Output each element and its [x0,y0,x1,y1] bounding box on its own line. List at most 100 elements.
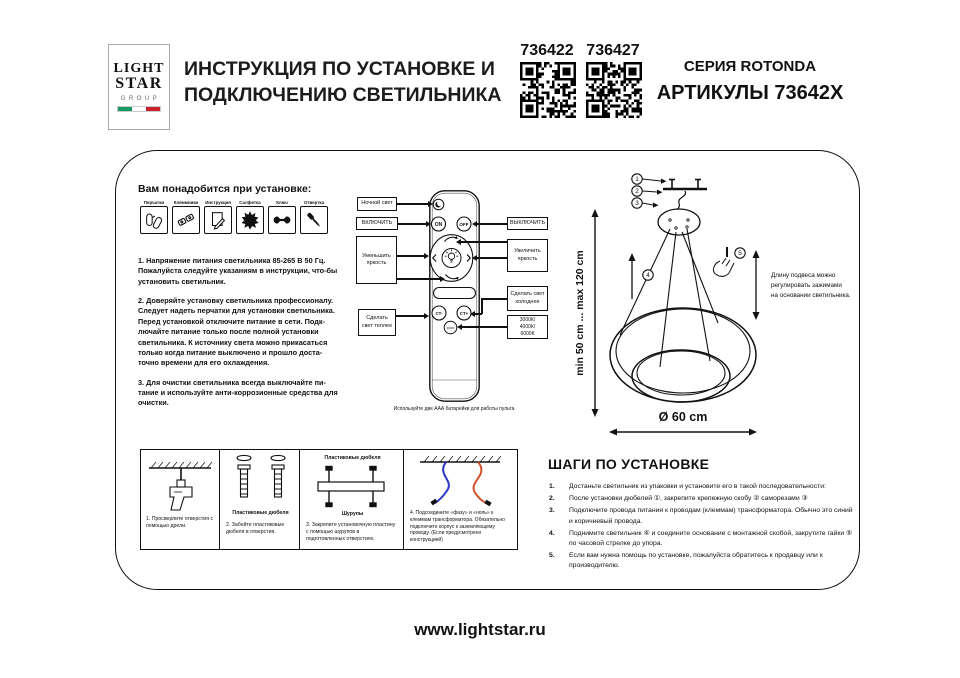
tool-label: Салфетка [239,200,261,205]
safety-warnings: 1. Напряжение питания светильника 85-265… [138,256,342,409]
install-step: 2. После установки дюбелей ①, закрепите … [549,495,808,503]
lightstar-logo: LIGHT STAR GROUP [108,44,170,130]
instruction-icon [211,212,226,230]
logo-word-star: STAR [115,75,163,93]
svg-text:3: 3 [635,200,639,207]
ct-minus-button[interactable] [431,305,447,321]
ct-plus-label: CT+ [460,311,469,316]
cct-cycle-button[interactable] [443,320,458,335]
callout-turn-on: ВКЛЮЧИТЬ [356,217,398,230]
italian-flag-icon [117,106,161,113]
callout-turn-off: ВЫКЛЮЧИТЬ [507,217,548,230]
page-title-line2: ПОДКЛЮЧЕНИЮ СВЕТИЛЬНИКА [184,83,502,106]
wires-illustration [420,455,502,507]
suspension-note: Длину подвеса можно регулировать зажимам… [771,272,851,299]
moon-icon [435,200,443,208]
pad-center-button[interactable] [441,248,462,268]
tool-label: Клеммники [173,200,199,205]
callout-brighten: Увеличить яркость [507,239,548,272]
bulb-icon [444,249,459,263]
ceiling-canopy [657,208,701,236]
brightness-up-arrow-icon [444,235,458,242]
install-step: 5. Если вам нужна помощь по установке, п… [549,552,823,570]
qr-code-2 [586,62,642,118]
tool-item: Салфетка [234,200,266,234]
install-step: 3. Подключите провода питания к проводам… [549,507,853,525]
install-box-3: Пластиковые дюбеля Шурупы 3. Закрепите у… [299,449,404,550]
install-step: 4. Поднимите светильник ④ и соедините ос… [549,529,853,547]
callout-dim: Уменьшить яркость [356,236,397,284]
ct-minus-label: CT- [435,311,443,316]
red-wire [472,461,489,505]
main-panel [115,150,860,590]
cct-cycle-label: 3000K [446,326,454,330]
gloves-icon [146,213,163,229]
lamp-rings [609,307,757,403]
tools-row: Перчатки Клеммники [138,200,334,234]
power-wire [677,190,687,212]
warning-paragraph: 3. Для очистки светильника всегда выключ… [138,377,338,408]
napkin-icon [241,211,259,230]
wrench-icon [273,216,291,224]
off-button[interactable] [456,216,472,232]
install-step: 1. Достаньте светильник из упаковки и ус… [549,483,826,490]
remote-display [432,286,477,300]
on-button[interactable] [430,216,447,232]
remote-control-diagram: ON OFF CT- CT+ 3000K [429,190,480,402]
svg-text:1: 1 [635,176,639,183]
on-button-label: ON [435,222,443,228]
install-box-4: 4. Подсоедините «фазу» и «ноль» к клемма… [403,449,518,550]
website-url[interactable]: www.lightstar.ru [414,620,546,639]
tool-label: Инструкция [205,200,231,205]
height-dimension-label: min 50 cm ... max 120 cm [574,250,586,376]
dowels-illustration [236,454,286,498]
blue-wire [434,461,450,504]
tool-item: Перчатки [138,200,170,234]
callout-warmer: Сделать свет теплее [358,309,396,336]
svg-text:5: 5 [738,250,742,257]
lamp-diagram: min 50 cm ... max 120 cm 1 2 3 [574,173,851,436]
chevron-left-icon [431,254,437,262]
tool-item: Клеммники [170,200,202,234]
chevron-right-icon [466,254,472,262]
tool-item: Ключ [266,200,298,234]
hand-adjusting-icon [712,247,735,277]
callout-night-light: Ночной свет [357,197,397,211]
logo-word-light: LIGHT [113,60,165,76]
callout-cooler: Сделать свет холоднее [507,286,548,311]
callout-numbers: 1 2 3 [631,173,667,209]
screwdriver-icon [307,212,320,227]
diameter-label: Ø 60 cm [659,410,708,424]
tool-item: Отвертка [298,200,330,234]
drill-illustration [149,461,213,511]
tools-heading: Вам понадобится при установке: [138,183,312,195]
svg-text:Длину подвеса можно: Длину подвеса можно [771,272,836,279]
tool-item: Инструкция [202,200,234,234]
articles-number: АРТИКУЛЫ 73642X [656,82,844,104]
svg-text:2: 2 [635,188,639,195]
suspension-cables [619,228,719,368]
svg-text:4: 4 [646,272,650,279]
install-box-2: Пластиковые дюбеля 2. Забейте пластиковы… [219,449,300,550]
tool-label: Ключ [276,200,288,205]
remote-battery-note: Используйте две ААА батарейки для работы… [393,406,515,412]
svg-text:регулировать зажимами: регулировать зажимами [771,282,842,289]
callout-cct-values: 3000К/ 4000К/ 6000К [507,315,548,339]
warning-paragraph: 2. Доверяйте установку светильника профе… [138,296,335,368]
qr-number-2: 736427 [586,42,640,59]
qr-code-1 [520,62,576,118]
tool-label: Перчатки [143,200,165,205]
mounting-plate-illustration [317,465,385,508]
page-title-line1: ИНСТРУКЦИЯ ПО УСТАНОВКЕ И [184,58,495,80]
series-name: СЕРИЯ ROTONDA [683,58,817,75]
page-title: ИНСТРУКЦИЯ ПО УСТАНОВКЕ И ПОДКЛЮЧЕНИЮ СВ… [184,57,519,108]
install-box-1: 1. Просверлите отверстия с помощью дрели… [140,449,220,550]
install-steps-heading: ШАГИ ПО УСТАНОВКЕ [548,456,710,472]
install-steps-list: 1. Достаньте светильник из упаковки и ус… [549,482,854,572]
qr-number-1: 736422 [520,42,574,59]
warning-paragraph: 1. Напряжение питания светильника 85-265… [138,256,338,286]
off-button-label: OFF [459,222,468,227]
tool-label: Отвертка [303,200,325,205]
brightness-down-arrow-icon [445,274,459,281]
